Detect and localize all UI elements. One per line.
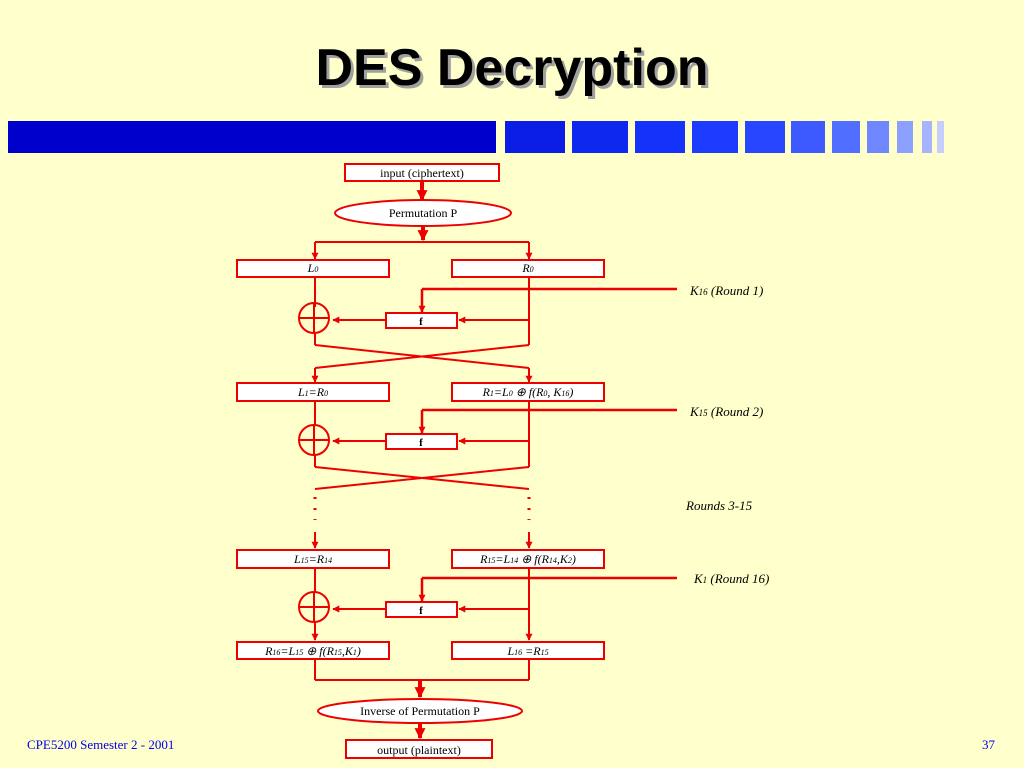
cross-rl-1 <box>314 344 530 369</box>
rounds-range-label: Rounds 3-15 <box>685 498 753 513</box>
key-label-k16: K16 (Round 1) <box>689 283 763 298</box>
xor-icon <box>298 302 330 334</box>
f-label-1: f <box>419 316 423 328</box>
band-segment <box>745 121 785 153</box>
key-label-k1: K1 (Round 16) <box>693 571 769 586</box>
band-segment <box>922 121 932 153</box>
band-segment <box>791 121 825 153</box>
page-number: 37 <box>982 737 995 752</box>
band-segment <box>937 121 944 153</box>
label-r15: R15=L14 ⊕ f(R14,K2) <box>479 552 576 566</box>
box-l15 <box>236 549 390 569</box>
footer-course: CPE5200 Semester 2 - 2001 <box>27 737 175 752</box>
label-r1: R1=L0 ⊕ f(R0, K16) <box>482 385 574 399</box>
input-label: input (ciphertext) <box>380 166 464 180</box>
band-segment <box>867 121 889 153</box>
label-l15: L15=R14 <box>293 552 332 566</box>
slide-title: DES Decryption <box>315 39 709 97</box>
key-label-k15: K15 (Round 2) <box>689 404 763 419</box>
label-l0: L0 <box>307 261 319 275</box>
label-r0: R0 <box>521 261 533 275</box>
band-segment <box>635 121 685 153</box>
inverse-permutation-label: Inverse of Permutation P <box>360 704 480 718</box>
band-segment <box>505 121 565 153</box>
box-l0 <box>236 259 390 278</box>
band-segment <box>572 121 628 153</box>
permutation-label: Permutation P <box>389 206 458 220</box>
cross-rl-2 <box>314 466 530 490</box>
label-l16: L16 =R15 <box>506 644 548 658</box>
box-r16 <box>236 641 390 660</box>
xor-icon <box>298 591 330 623</box>
f-label-2: f <box>419 437 423 449</box>
label-r16: R16=L15 ⊕ f(R15,K1) <box>264 644 361 658</box>
xor-icon <box>298 424 330 456</box>
band-segment <box>692 121 738 153</box>
output-label: output (plaintext) <box>377 743 461 757</box>
box-l1 <box>236 382 390 402</box>
band-segment <box>8 121 496 153</box>
f-label-3: f <box>419 605 423 617</box>
band-segment <box>897 121 913 153</box>
label-l1: L1=R0 <box>297 385 328 399</box>
band-segment <box>832 121 860 153</box>
output-box <box>345 739 493 759</box>
